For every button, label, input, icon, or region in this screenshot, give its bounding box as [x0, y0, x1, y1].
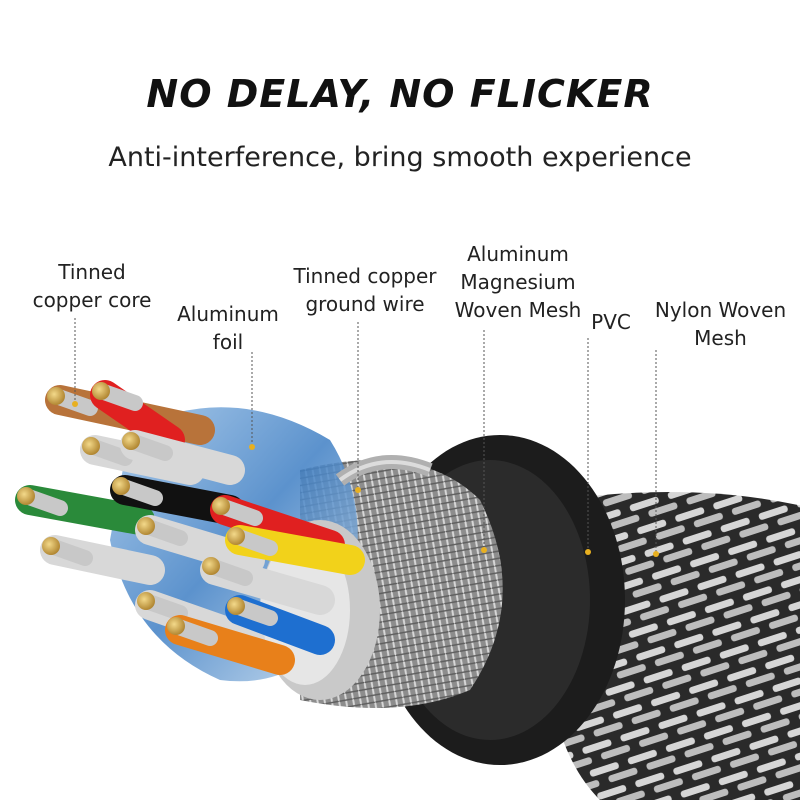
wire-bundle — [15, 380, 365, 675]
tinned-copper-core-end — [112, 477, 130, 495]
tinned-copper-core-end — [212, 497, 230, 515]
tinned-copper-core-end — [47, 387, 65, 405]
subheadline: Anti-interference, bring smooth experien… — [108, 142, 692, 173]
leader-lines — [74, 318, 657, 552]
tinned-copper-core-end — [122, 432, 140, 450]
label-pvc: PVC — [591, 310, 631, 334]
headline: NO DELAY, NO FLICKER — [146, 72, 654, 116]
label-nylon-woven-mesh: Nylon Woven Mesh — [654, 298, 787, 350]
tinned-copper-core-end — [137, 517, 155, 535]
label-tinned-copper-core: Tinned copper core — [32, 260, 152, 312]
tinned-copper-core-end — [227, 527, 245, 545]
tinned-copper-core-end — [92, 382, 110, 400]
label-aluminum-foil: Aluminum foil — [177, 302, 279, 354]
ground-wire-strands — [335, 455, 433, 486]
tinned-copper-core-end — [227, 597, 245, 615]
leader-dots — [72, 401, 659, 557]
tinned-copper-core-end — [42, 537, 60, 555]
tinned-copper-core-end — [167, 617, 185, 635]
label-tinned-copper-ground-wire: Tinned copper ground wire — [293, 264, 437, 316]
tinned-copper-core-end — [202, 557, 220, 575]
tinned-copper-core-end — [137, 592, 155, 610]
tinned-copper-core-end — [17, 487, 35, 505]
tinned-copper-core-end — [82, 437, 100, 455]
label-aluminum-magnesium-woven-mesh: Aluminum Magnesium Woven Mesh — [454, 242, 582, 322]
